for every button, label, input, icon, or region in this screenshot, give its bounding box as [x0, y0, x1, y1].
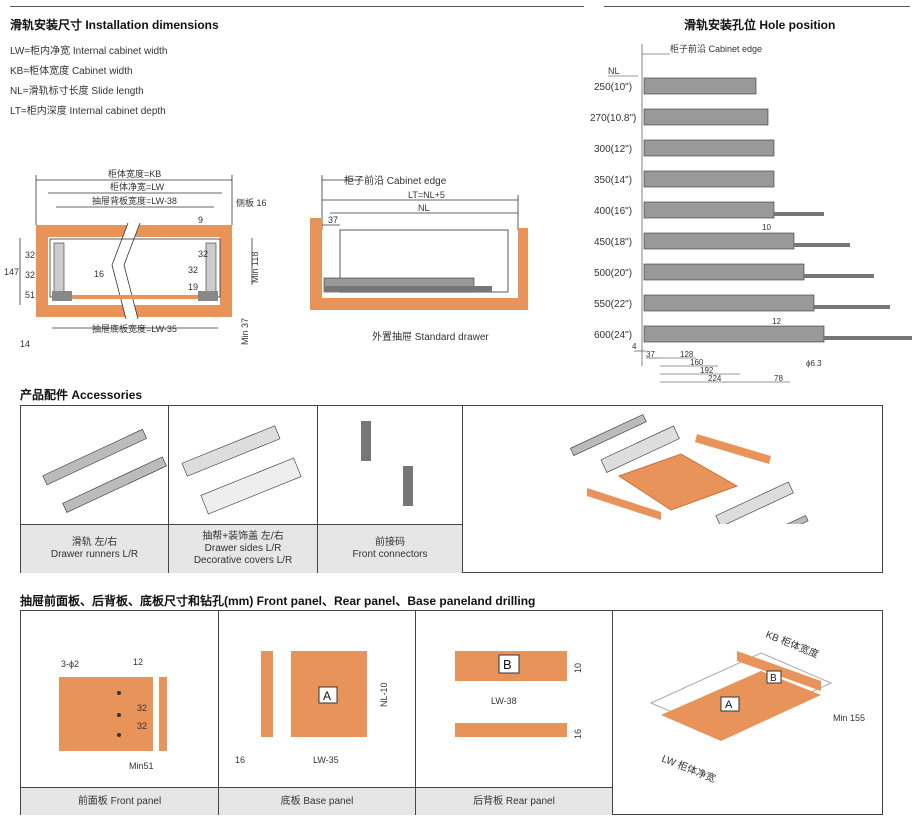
- base-label: A: [323, 689, 331, 703]
- front-panel-caption: 前面板 Front panel: [21, 787, 218, 815]
- dim-32d: 32: [198, 249, 208, 259]
- rear-10: 10: [573, 663, 583, 673]
- rail-rows: [643, 77, 912, 343]
- dim-9: 9: [198, 215, 203, 225]
- top-divider: [10, 6, 584, 7]
- iso-min155: Min 155: [833, 713, 865, 723]
- hd-224: 224: [708, 374, 722, 383]
- dim-16: 16: [94, 269, 104, 279]
- side-caption: 外置抽屉 Standard drawer: [372, 330, 489, 343]
- accessories-illustrations: [42, 414, 809, 524]
- fp-12: 12: [133, 657, 143, 667]
- fp-32a: 32: [137, 703, 147, 713]
- dim-kb: 柜体宽度=KB: [108, 168, 161, 179]
- side-lt: LT=NL+5: [408, 190, 445, 200]
- def-nl: NL=滑轨标寸长度 Slide length: [10, 86, 144, 97]
- def-lw: LW=柜内净宽 Internal cabinet width: [10, 46, 168, 57]
- hd-phi: ϕ6.3: [806, 359, 822, 368]
- accessories-title: 产品配件 Accessories: [20, 388, 143, 402]
- size-300: 300(12"): [594, 144, 632, 155]
- dim-14: 14: [20, 339, 30, 349]
- hd-12: 12: [772, 317, 781, 326]
- holes-edge: 柜子前沿 Cabinet edge: [670, 43, 762, 54]
- hd-78: 78: [774, 374, 783, 383]
- install-title: 滑轨安装尺寸 Installation dimensions: [10, 18, 219, 32]
- size-600: 600(24"): [594, 330, 632, 341]
- iso-b: B: [770, 673, 777, 684]
- dim-32c: 32: [188, 265, 198, 275]
- dim-back: 抽屉背板宽度=LW-38: [92, 195, 177, 206]
- side-edge: 柜子前沿 Cabinet edge: [344, 174, 447, 187]
- base-16: 16: [235, 755, 245, 765]
- side-nl: NL: [418, 203, 430, 213]
- hd-128: 128: [680, 350, 694, 359]
- dim-32b: 32: [25, 270, 35, 280]
- def-lt: LT=柜内深度 Internal cabinet depth: [10, 106, 166, 117]
- hole-position-drawing: 柜子前沿 Cabinet edge NL 250(10") 270(10.8")…: [590, 43, 912, 383]
- rear-panel-caption: 后背板 Rear panel: [416, 787, 612, 815]
- side-37: 37: [328, 215, 338, 225]
- size-400: 400(16"): [594, 206, 632, 217]
- panels-table: 前面板 Front panel 底板 Base panel 后背板 Rear p…: [20, 610, 883, 815]
- base-nl: NL-10: [379, 682, 389, 707]
- dim-min118: Min 118: [250, 252, 260, 283]
- dim-32a: 32: [25, 250, 35, 260]
- iso-kb: KB 柜体宽度: [764, 628, 821, 661]
- base-panel-caption: 底板 Base panel: [219, 787, 415, 815]
- hd-160: 160: [690, 358, 704, 367]
- size-500: 500(20"): [594, 268, 632, 279]
- iso-a: A: [725, 699, 733, 711]
- size-450: 450(18"): [594, 237, 632, 248]
- panels-drawing: 3-ϕ2 12 32 32 Min51 A NL-10 16 LW-35 B L…: [59, 628, 865, 785]
- hd-37: 37: [646, 350, 655, 359]
- dim-147: 147: [4, 267, 19, 277]
- rear-lw: LW-38: [491, 696, 517, 706]
- def-kb: KB=柜体宽度 Cabinet width: [10, 66, 133, 77]
- fp-32b: 32: [137, 721, 147, 731]
- fp-holes: 3-ϕ2: [61, 659, 79, 669]
- base-lw: LW-35: [313, 755, 339, 765]
- panels-title: 抽屉前面板、后背板、底板尺寸和钻孔(mm) Front panel、Rear p…: [20, 594, 536, 608]
- size-550: 550(22"): [594, 299, 632, 310]
- dim-51: 51: [25, 290, 35, 300]
- size-250: 250(10"): [594, 82, 632, 93]
- dim-lw: 柜体净宽=LW: [110, 181, 165, 192]
- rear-16: 16: [573, 729, 583, 739]
- dim-19: 19: [188, 282, 198, 292]
- side-section-drawing: 柜子前沿 Cabinet edge LT=NL+5 NL 37 外置抽屉 Sta…: [310, 174, 528, 343]
- holes-nl: NL: [608, 66, 620, 76]
- hd-4: 4: [632, 342, 637, 351]
- dim-min37: Min 37: [240, 318, 250, 345]
- rear-label: B: [503, 657, 512, 672]
- dim-side: 侧板 16: [236, 197, 267, 208]
- top-right-divider: [604, 6, 910, 7]
- size-350: 350(14"): [594, 175, 632, 186]
- hd-10: 10: [762, 223, 771, 232]
- dim-bottom: 抽屉底板宽度=LW-35: [92, 323, 177, 334]
- front-section-drawing: 柜体宽度=KB 柜体净宽=LW 抽屉背板宽度=LW-38 侧板 16 抽屉底板宽…: [4, 168, 267, 349]
- hd-192: 192: [700, 366, 714, 375]
- fp-min51: Min51: [129, 761, 154, 771]
- iso-lw: LW 柜体净宽: [660, 752, 718, 785]
- holes-title: 滑轨安装孔位 Hole position: [684, 18, 836, 32]
- size-270: 270(10.8"): [590, 113, 636, 124]
